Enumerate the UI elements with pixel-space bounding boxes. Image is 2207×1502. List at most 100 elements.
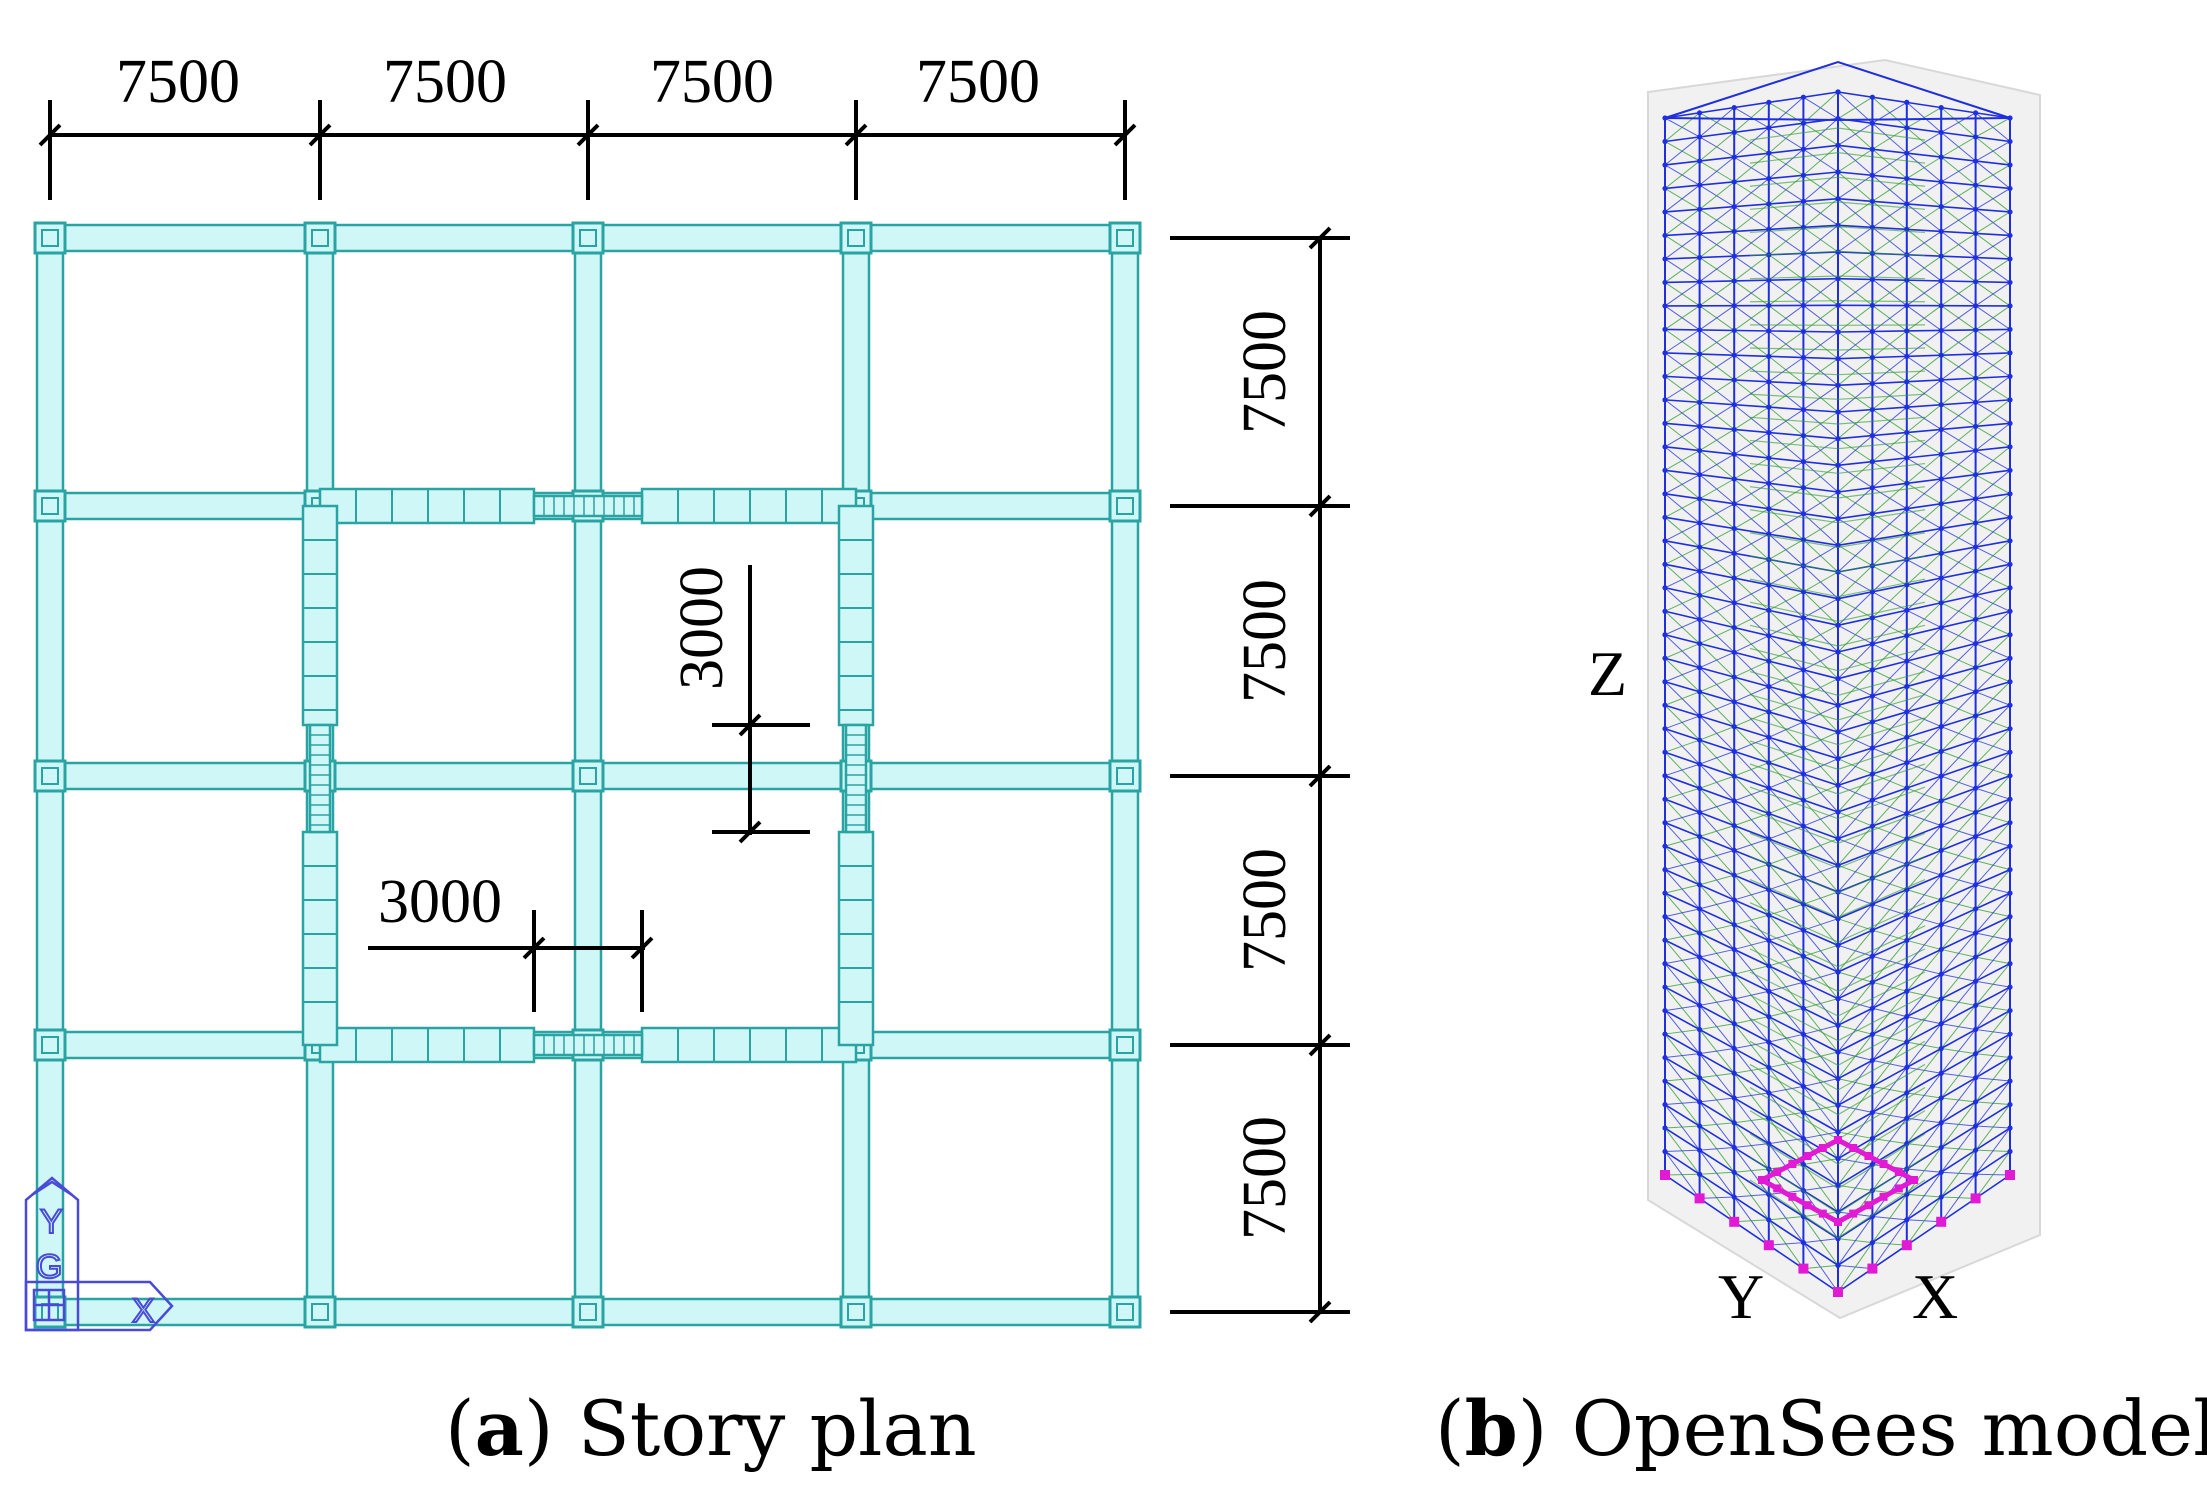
frame-node [1938, 624, 1944, 631]
core-floor-line [1749, 832, 1926, 869]
brace-left-face [1699, 800, 1735, 813]
floor-beam-right-face [1837, 422, 2011, 440]
frame-node [1938, 1120, 1944, 1126]
frame-node [1904, 1014, 1910, 1020]
brace-right-face [1975, 399, 2011, 427]
brace-right-face [1940, 281, 1976, 307]
floor-beam-left-face [1664, 657, 1839, 707]
brace-right-face [1906, 354, 1942, 383]
frame-node [1766, 429, 1772, 436]
brace-right-face [1837, 148, 1873, 173]
core-floor-line [1749, 370, 1926, 376]
brace-left-face [1699, 1196, 1735, 1199]
support-node [1833, 1287, 1843, 1297]
frame-node [1904, 683, 1910, 690]
brace-right-face [1872, 355, 1908, 384]
frame-node [1662, 890, 1668, 896]
top-dim-label-4: 7500 [916, 48, 1040, 116]
brace-right-face [1940, 667, 1976, 703]
frame-node [1938, 699, 1944, 705]
frame-node [1662, 773, 1668, 779]
brace-left-face [1733, 559, 1770, 579]
frame-node [1662, 326, 1668, 332]
core-floor-line [1749, 462, 1926, 474]
brace-left-face [1664, 980, 1700, 988]
frame-node [1938, 327, 1944, 334]
brace-right-face [1940, 329, 1976, 356]
frame-node [1869, 511, 1875, 517]
frame-node [1973, 230, 1979, 237]
floor-beam-left-face [1664, 352, 1839, 360]
brace-right-face [1872, 1067, 1908, 1113]
brace-right-face [1837, 435, 1873, 466]
frame-node [2007, 796, 2013, 802]
floor-beam-left-face [1664, 144, 1839, 166]
frame-node [1869, 823, 1875, 829]
frame-node [1904, 404, 1910, 410]
brace-right-face [1940, 498, 1976, 529]
brace-left-face [1768, 1216, 1804, 1221]
frame-node [1697, 279, 1703, 285]
frame-node [1800, 146, 1806, 152]
brace-left-face [1803, 1131, 1839, 1139]
core-support-node [1773, 1168, 1782, 1176]
brace-right-face [1872, 990, 1908, 1035]
right-dim-label-4: 7500 [1231, 1116, 1299, 1240]
brace-right-face [1940, 208, 1976, 232]
floor-beam-left-face [1664, 1127, 1839, 1240]
coupling-beam-top [532, 494, 644, 518]
frame-node [1800, 94, 1806, 100]
frame-node [1835, 1129, 1841, 1135]
frame-node [1869, 433, 1875, 439]
frame-node [1662, 303, 1668, 309]
frame-node [1869, 146, 1875, 152]
brace-left-face [1699, 1097, 1735, 1103]
right-dim-label-1: 7500 [1231, 310, 1299, 434]
brace-left-face [1733, 660, 1770, 678]
frame-node [1766, 302, 1772, 309]
frame-node [1800, 953, 1806, 959]
brace-left-face [1734, 990, 1769, 1000]
brace-left-face [1699, 602, 1735, 620]
frame-node [1766, 379, 1772, 385]
frame-node [1766, 1115, 1772, 1121]
brace-left-face [1803, 1264, 1839, 1270]
frame-node [1973, 158, 1979, 164]
frame-node [1766, 963, 1772, 969]
frame-node [1869, 1083, 1875, 1089]
floor-beam-right-face [1837, 446, 2011, 467]
frame-node [1697, 930, 1703, 936]
floor-beam-right-face [1837, 399, 2011, 413]
brace-left-face [1664, 908, 1700, 918]
frame-node [1938, 377, 1944, 383]
brace-left-face [1664, 281, 1700, 307]
support-node [1729, 1216, 1740, 1227]
frame-node [1731, 748, 1737, 754]
frame-node [1662, 514, 1668, 520]
frame-node [1731, 872, 1737, 878]
support-node [1936, 1216, 1947, 1227]
frame-node [1973, 351, 1979, 357]
frame-node [1973, 1002, 1979, 1009]
right-dim-label-2: 7500 [1231, 579, 1299, 703]
brace-left-face [1803, 1104, 1839, 1113]
frame-node [1973, 1123, 1979, 1129]
floor-beam-right-face [1837, 962, 2011, 1053]
brace-left-face [1803, 891, 1839, 905]
frame-node [1697, 761, 1703, 767]
core-floor-line [1749, 1179, 1926, 1239]
frame-node [1973, 978, 1979, 984]
brace-left-face [1803, 384, 1839, 410]
brace-left-face [1664, 932, 1700, 941]
brace-left-face [1768, 955, 1804, 967]
frame-node [1835, 1209, 1841, 1215]
frame-node [1973, 954, 1979, 960]
frame-node [1869, 120, 1875, 126]
brace-right-face [1975, 188, 2011, 210]
core-floor-line [1749, 393, 1926, 400]
frame-node [2007, 1148, 2013, 1155]
frame-node [2007, 608, 2013, 614]
frame-node [1800, 354, 1806, 361]
frame-node [1662, 702, 1668, 708]
caption-b-letter: b [1465, 1384, 1518, 1473]
